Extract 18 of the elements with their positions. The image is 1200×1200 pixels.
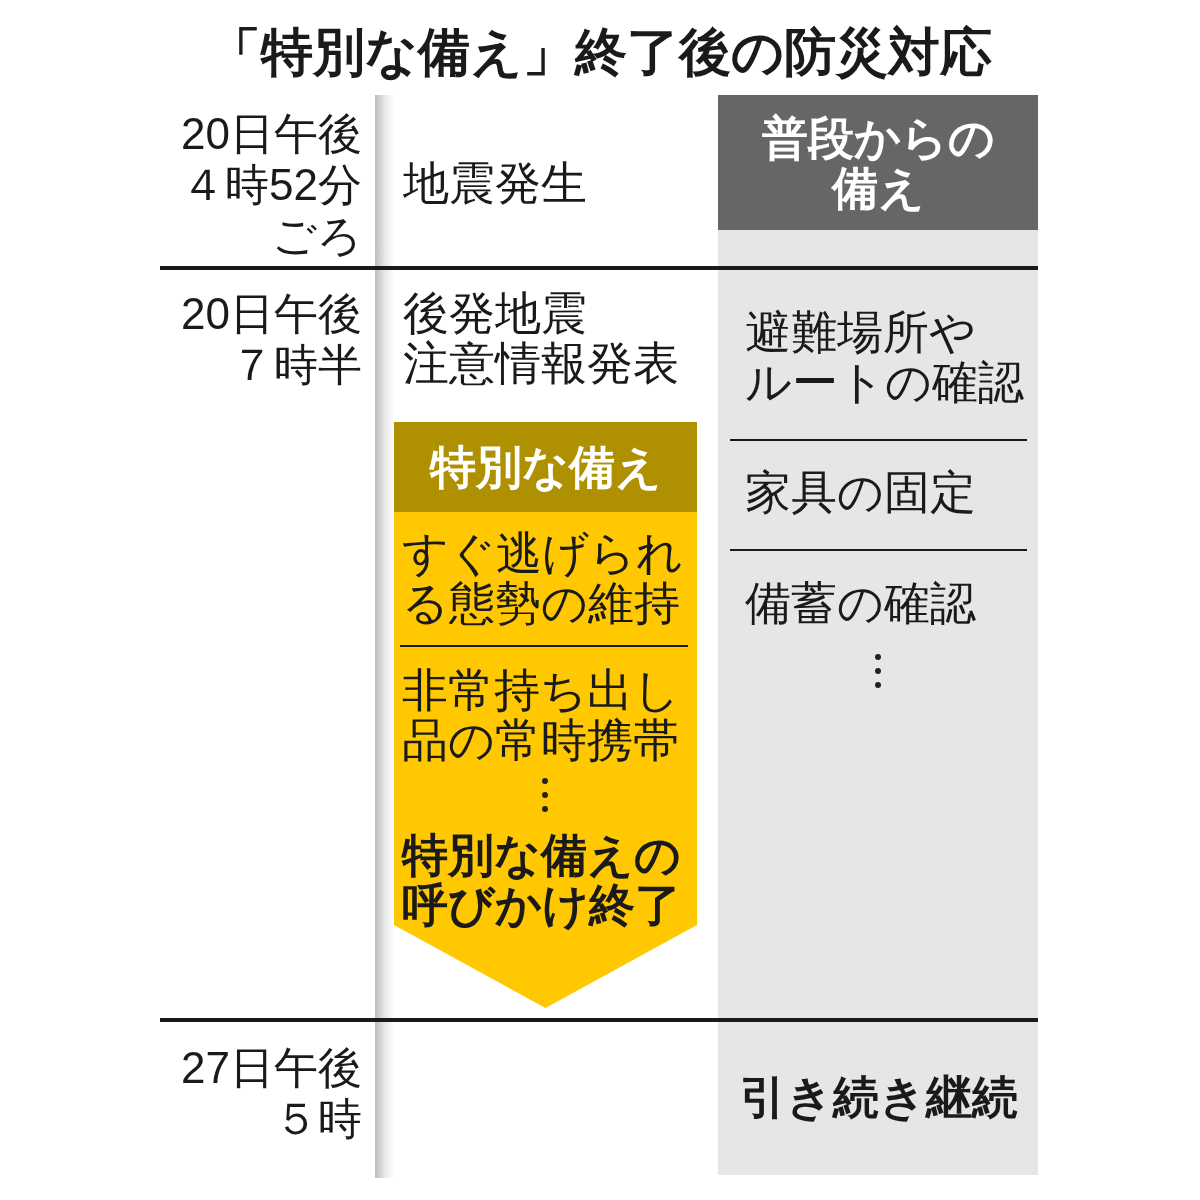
- item-text: 特別な備えの呼びかけ終了: [402, 830, 682, 930]
- title: 「特別な備え」終了後の防災対応: [207, 22, 993, 83]
- item-text: 避難場所やルートの確認: [745, 307, 1025, 407]
- arrow-band: [394, 422, 697, 1008]
- item-text: 非常持ち出し品の常時携帯: [402, 665, 681, 765]
- item-text: 備蓄の確認: [745, 578, 977, 628]
- timeline-bar: [375, 95, 394, 1178]
- band-heading: 特別な備え: [394, 422, 697, 512]
- item-text: すぐ逃げられる態勢の維持: [402, 528, 684, 628]
- item-text: 家具の固定: [745, 467, 977, 517]
- event-text: 地震発生: [403, 158, 588, 208]
- time-label: 20日午後４時52分ごろ: [180, 108, 362, 261]
- column-panel: [718, 95, 1038, 1175]
- time-label: 20日午後７時半: [180, 288, 362, 390]
- event-text: 後発地震注意情報発表: [403, 288, 680, 388]
- time-label: 27日午後５時: [180, 1042, 362, 1144]
- item-text: 引き続き継続: [740, 1072, 1019, 1122]
- column-heading: 普段からの備え: [718, 95, 1038, 230]
